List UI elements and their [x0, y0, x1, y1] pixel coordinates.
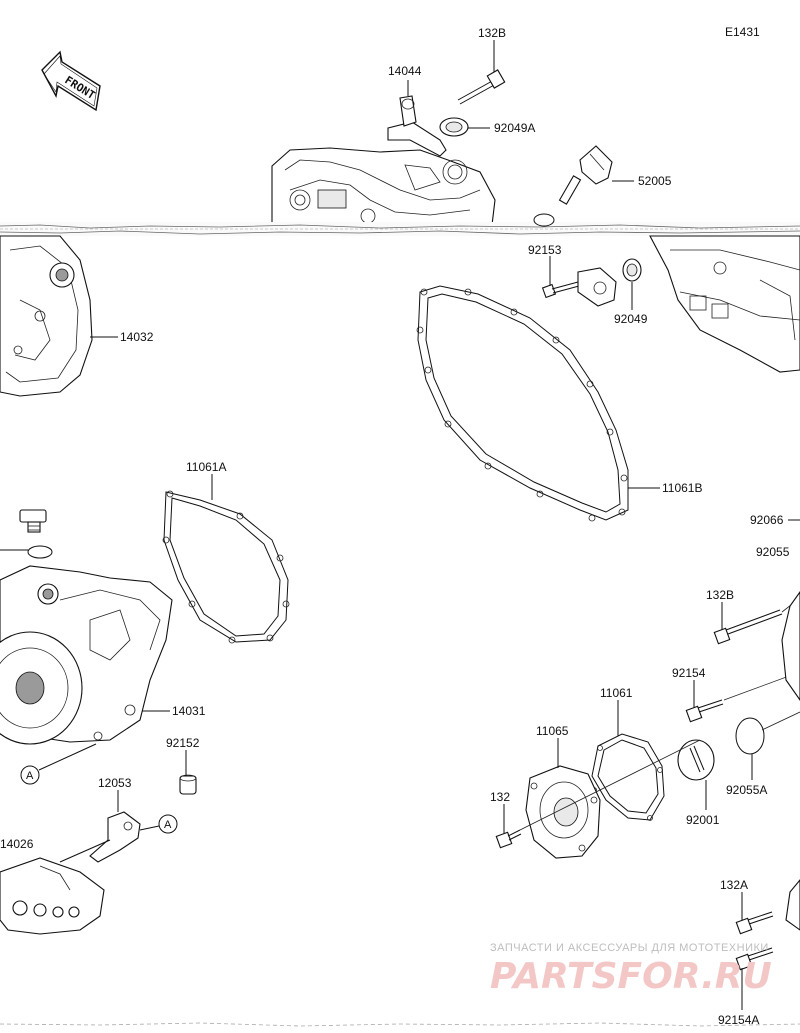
label-132: 132: [490, 790, 510, 804]
bracket-14044: [387, 95, 447, 157]
label-92055a: 92055A: [726, 783, 767, 797]
label-92001: 92001: [686, 813, 720, 827]
marker-a-right: A: [139, 814, 178, 834]
gasket-11061: [591, 733, 665, 821]
label-14031: 14031: [172, 704, 206, 718]
o-ring-left: [0, 545, 53, 559]
label-11065: 11065: [536, 724, 569, 738]
front-arrow-icon: FRONT: [41, 50, 101, 112]
bolt-132: [495, 829, 522, 849]
leader-lines: [117, 40, 800, 1010]
o-ring-92055a: [735, 711, 800, 755]
label-92049: 92049: [614, 312, 648, 326]
engine-cover-top: [271, 147, 496, 229]
plate-92153: [577, 267, 617, 307]
cover-14031: [0, 565, 173, 745]
bolt-92153: [541, 281, 580, 299]
assembly-axis-line: [519, 739, 701, 831]
o-ring-small: [533, 213, 555, 227]
bolt-132a: [735, 911, 774, 935]
cover-14032: [0, 235, 93, 397]
label-14044: 14044: [388, 64, 422, 78]
label-132b-mid: 132B: [706, 588, 734, 602]
label-14032: 14032: [120, 330, 154, 344]
cover-right-top: [649, 235, 800, 373]
guard-14026: [0, 857, 105, 935]
label-92055: 92055: [756, 545, 790, 559]
marker-a-left: A: [20, 743, 97, 785]
label-92152: 92152: [166, 736, 200, 750]
bolt-132b-mid: [713, 597, 800, 645]
oil-seal-92049a: [439, 117, 469, 137]
label-92066: 92066: [750, 513, 784, 527]
label-92153: 92153: [528, 243, 562, 257]
label-11061b: 11061B: [662, 481, 702, 495]
label-11061a: 11061A: [186, 460, 226, 474]
bolt-132b-top: [457, 69, 506, 105]
gasket-11061a: [162, 490, 290, 644]
oil-seal-92049: [622, 258, 642, 282]
svg-text:A: A: [26, 770, 34, 782]
bottom-scan-edge: [0, 1022, 800, 1027]
cap-92001: [677, 739, 715, 781]
label-92049a: 92049A: [494, 121, 535, 135]
watermark-caption: ЗАПЧАСТИ И АКСЕССУАРЫ ДЛЯ МОТОТЕХНИКИ: [490, 942, 769, 954]
cover-11065: [525, 765, 601, 859]
collar-92152: [179, 774, 197, 795]
svg-text:A: A: [164, 819, 172, 831]
bracket-12053: [89, 811, 141, 863]
label-92154a: 92154A: [718, 1013, 759, 1027]
label-12053: 12053: [98, 776, 132, 790]
watermark: ЗАПЧАСТИ И АКСЕССУАРЫ ДЛЯ МОТОТЕХНИКИ PA…: [490, 942, 772, 997]
label-11061: 11061: [600, 686, 633, 700]
label-14026: 14026: [0, 837, 34, 851]
leader-14026-axis: [59, 839, 111, 863]
drain-plug: [19, 509, 47, 533]
bolt-92154a: [735, 947, 774, 971]
key-52005: [558, 145, 613, 205]
watermark-brand: PARTSFOR.RU: [490, 956, 772, 997]
label-92154: 92154: [672, 666, 706, 680]
diagram-code: E1431: [725, 25, 760, 39]
label-132b-top: 132B: [478, 26, 506, 40]
gasket-11061b: [416, 285, 629, 522]
label-52005: 52005: [638, 174, 672, 188]
section-break: [0, 222, 800, 236]
cover-right-bottom: [781, 591, 800, 931]
label-132a: 132A: [720, 878, 748, 892]
